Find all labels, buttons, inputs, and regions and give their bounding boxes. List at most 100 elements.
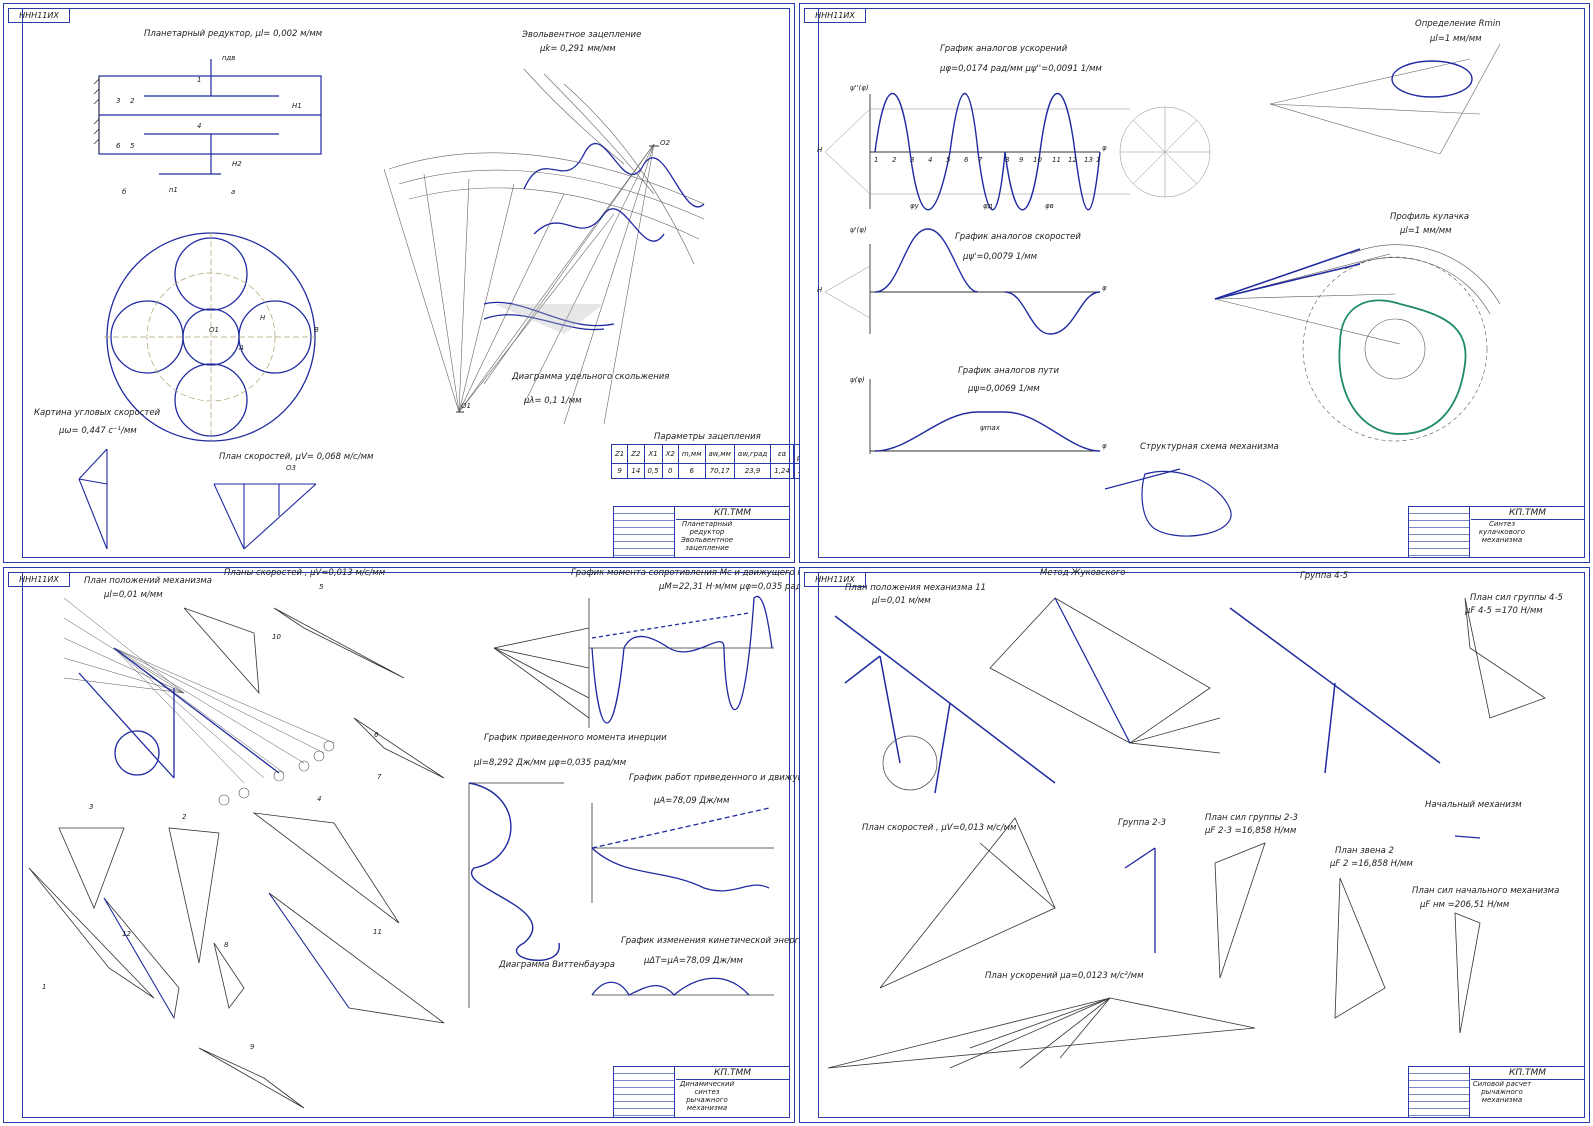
- speed-title: График аналогов скоростей: [955, 232, 1081, 242]
- energy-title: График изменения кинетической энергии: [621, 936, 811, 946]
- sheet-cam-mechanism: ННН11ИХ: [799, 3, 1590, 563]
- param-header: X2: [661, 444, 679, 464]
- reducer-title: Планетарный редуктор, μl= 0,002 м/мм: [144, 29, 323, 39]
- tick-label: 3: [910, 156, 915, 164]
- zhukovsky-title: Метод Жуковского: [1040, 568, 1126, 578]
- slip-diagram-title: Диаграмма удельного скольжения: [512, 372, 670, 382]
- accel-title: График аналогов ускорений: [940, 44, 1068, 54]
- position-number: 3: [89, 803, 94, 811]
- axis-label: ψ''(φ): [850, 84, 869, 92]
- param-value: 14: [627, 463, 645, 479]
- accel-scale: μφ=0,0174 рад/мм μψ''=0,0091 1/мм: [940, 64, 1102, 74]
- point-label: a: [231, 188, 236, 196]
- link2-scale: μF 2 =16,858 Н/мм: [1330, 859, 1413, 869]
- drawing-frame: [818, 8, 1585, 558]
- moment-title: График момента сопротивления Mс и движущ…: [571, 568, 858, 578]
- axis-label: ψ'(φ): [850, 226, 867, 234]
- drawing-frame: [22, 8, 790, 558]
- involute-scale: μk= 0,291 мм/мм: [540, 44, 616, 54]
- drawing-frame: [818, 572, 1585, 1118]
- title-block-code: КП.ТММ: [676, 508, 789, 520]
- dynamics-drawing: [28, 595, 774, 1109]
- forces45-scale: μF 4-5 =170 Н/мм: [1465, 606, 1543, 616]
- sheet-dynamic-synthesis: ННН11ИХ: [3, 567, 867, 1123]
- param-header: Z1: [610, 444, 629, 464]
- title-block-code: КП.ТММ: [1471, 508, 1584, 520]
- plan11-title: План положения механизма 11: [845, 583, 987, 593]
- group23-title: Группа 2-3: [1118, 818, 1167, 828]
- param-value: 23,9: [733, 463, 772, 479]
- title-block-grid: [1409, 1067, 1470, 1117]
- planetary-drawing: [78, 59, 705, 550]
- initial-mechanism-title: Начальный механизм: [1425, 800, 1522, 810]
- point-label: H1: [292, 102, 302, 110]
- point-label: 3: [116, 97, 121, 105]
- title-block-code: КП.ТММ: [676, 1068, 789, 1080]
- axis-label: φу: [910, 202, 919, 210]
- force-drawing: [827, 597, 1546, 1069]
- position-number: 1: [42, 983, 47, 991]
- param-header: X1: [643, 444, 663, 464]
- positions-title: План положений механизма: [84, 576, 212, 586]
- tick-label: 11: [1052, 156, 1061, 164]
- cam-drawing: [824, 43, 1501, 537]
- inertia-title: График приведенного момента инерции: [484, 733, 667, 743]
- tick-label: 6: [964, 156, 969, 164]
- point-label: 5: [130, 142, 135, 150]
- accel-plan-title: План ускорений μa=0,0123 м/с²/мм: [985, 971, 1144, 981]
- position-number: 2: [182, 813, 187, 821]
- axis-label: φ: [1102, 442, 1107, 450]
- position-number: 8: [224, 941, 229, 949]
- sheet-force-analysis: ННН11ИХ: [799, 567, 1590, 1123]
- title-block-name: Планетарный редуктор Эвольвентное зацепл…: [680, 520, 734, 552]
- axis-label: ψ(φ): [850, 376, 865, 384]
- title-block-code: КП.ТММ: [1471, 1068, 1584, 1080]
- position-number: 6: [374, 731, 379, 739]
- sheet-stamp: ННН11ИХ: [804, 8, 866, 23]
- position-number: 5: [319, 583, 324, 591]
- sheet-planetary-gear: ННН11ИХ: [3, 3, 818, 563]
- axis-label: H: [817, 286, 823, 294]
- forces-init-title: План сил начального механизма: [1412, 886, 1560, 896]
- point-label: nдв: [222, 54, 236, 62]
- param-header: m,мм: [677, 444, 706, 464]
- tick-label: 8: [1005, 156, 1010, 164]
- velocity-plans-title: Планы скоростей , μV=0,013 м/с/мм: [224, 568, 386, 578]
- title-block: КП.ТММ Планетарный редуктор Эвольвентное…: [613, 506, 790, 558]
- point-label: n1: [169, 186, 178, 194]
- forces45-title: План сил группы 4-5: [1470, 593, 1563, 603]
- velocity-plan-title: План скоростей, μV= 0,068 м/с/мм: [219, 452, 374, 462]
- angular-scale: μω= 0,447 с⁻¹/мм: [59, 426, 137, 436]
- plan11-scale: μl=0,01 м/мм: [872, 596, 931, 606]
- point-label: 6: [116, 142, 121, 150]
- axis-label: φд: [983, 202, 993, 210]
- axis-label: H: [817, 146, 823, 154]
- gear-parameters-table: Z1 Z2 X1 X2 m,мм aw,мм αw,град εα εα рас…: [610, 444, 818, 479]
- path-title: График аналогов пути: [958, 366, 1060, 376]
- title-block-name: Синтез кулачкового механизма: [1478, 520, 1526, 544]
- point-label: B: [314, 326, 319, 334]
- group45-title: Группа 4-5: [1300, 571, 1349, 581]
- tick-label: 13: [1084, 156, 1093, 164]
- slip-scale: μλ= 0,1 1/мм: [524, 396, 582, 406]
- point-label: O1: [209, 326, 219, 334]
- param-value: 0,5: [643, 463, 663, 479]
- tick-label: 12: [1068, 156, 1077, 164]
- tick-label: 10: [1033, 156, 1042, 164]
- param-value: 1,24: [770, 463, 794, 479]
- param-value: 9: [610, 463, 629, 479]
- point-label: O2: [660, 139, 670, 147]
- position-number: 11: [373, 928, 382, 936]
- title-block-name: Силовой расчет рычажного механизма: [1472, 1080, 1532, 1104]
- title-block-name: Динамический синтез рычажного механизма: [679, 1080, 735, 1112]
- axis-label: φв: [1045, 202, 1054, 210]
- path-scale: μψ=0,0069 1/мм: [968, 384, 1040, 394]
- point-label: O1: [461, 402, 471, 410]
- position-number: 4: [317, 795, 322, 803]
- param-header: αw,град: [733, 444, 772, 464]
- point-label: б: [122, 188, 127, 196]
- forces-init-scale: μF нм =206,51 Н/мм: [1420, 900, 1510, 910]
- tick-label: 1: [1096, 156, 1101, 164]
- tick-label: 2: [892, 156, 897, 164]
- energy-scale: μΔT=μA=78,09 Дж/мм: [644, 956, 743, 966]
